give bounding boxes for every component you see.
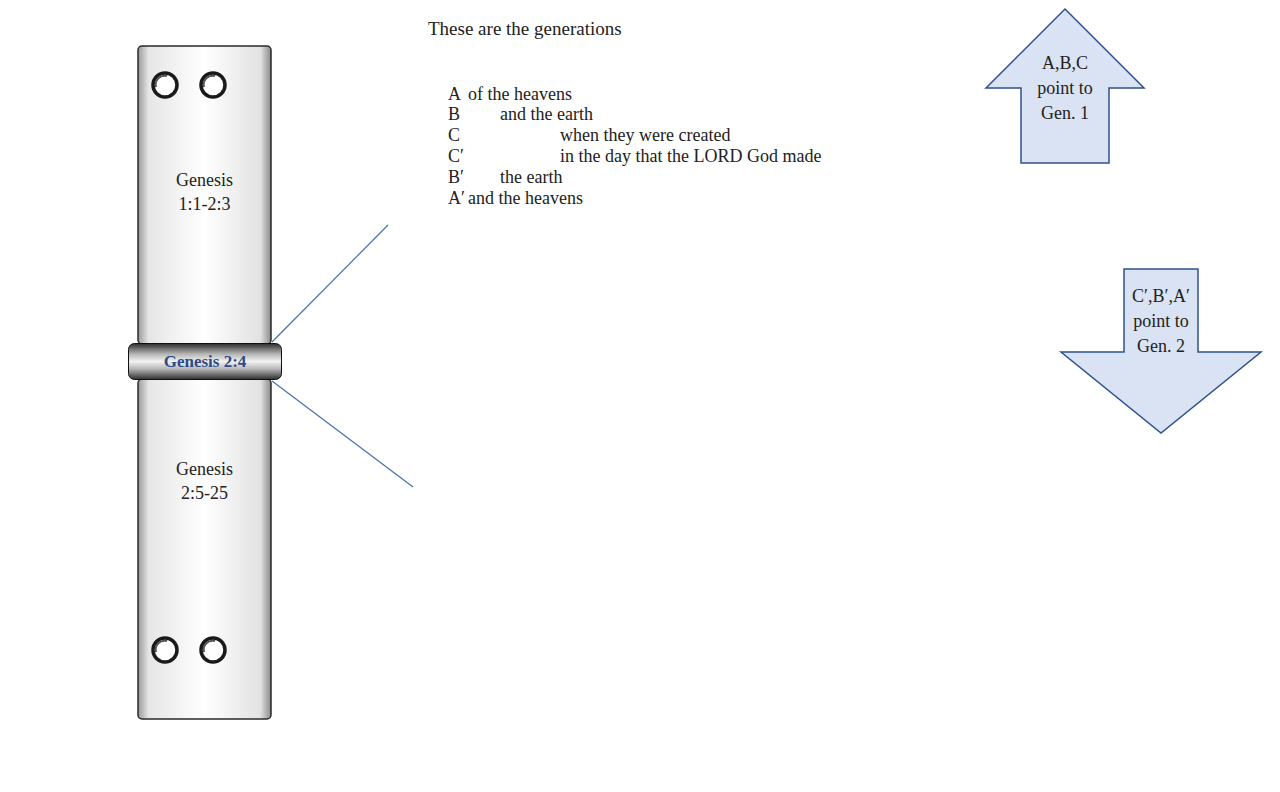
screw-hole <box>201 638 225 662</box>
plate-label: Genesis 1:1-2:3 <box>160 168 250 216</box>
screw-hole-shade <box>156 76 167 87</box>
verse-phrase: and the heavens <box>468 188 583 209</box>
arrow-outline <box>1061 269 1261 433</box>
chiasm-letter: C <box>448 125 460 146</box>
hinge-plate: Genesis 2:5-25 <box>137 378 272 720</box>
arrow-label: C′,B′,A′ point to Gen. 2 <box>1119 284 1203 359</box>
chiasm-letter: A′ <box>448 188 465 209</box>
plate-label: Genesis 2:5-25 <box>160 457 250 505</box>
arrow-shape: A,B,C point to Gen. 1 <box>985 8 1145 164</box>
verse-phrase: when they were created <box>560 125 730 146</box>
hinge-label: Genesis 2:4 <box>164 352 247 371</box>
leader-line <box>272 381 413 487</box>
plate-body <box>138 379 271 719</box>
arrow-label: A,B,C point to Gen. 1 <box>1023 51 1107 126</box>
screw-hole <box>153 73 177 97</box>
verse-phrase: in the day that the LORD God made <box>560 146 821 167</box>
screw-hole-shade <box>204 76 215 87</box>
barrel-body <box>129 344 282 380</box>
verse-phrase: the earth <box>500 167 562 188</box>
chiasm-letter: C′ <box>448 146 464 167</box>
chiasm-letter: B <box>448 104 460 125</box>
chiasm-letter: A <box>448 84 461 105</box>
plate-body <box>138 46 271 344</box>
plate-outline <box>137 378 272 720</box>
verse-heading: These are the generations <box>428 18 622 39</box>
screw-hole <box>201 73 225 97</box>
screw-hole-shade <box>156 641 167 652</box>
leader-line <box>272 225 388 342</box>
screw-hole-shade <box>204 641 215 652</box>
verse-phrase: and the earth <box>500 104 593 125</box>
verse-phrase: of the heavens <box>468 84 572 105</box>
arrow-shape: C′,B′,A′ point to Gen. 2 <box>1060 268 1262 434</box>
hinge-plate: Genesis 1:1-2:3 <box>137 45 272 345</box>
hinge-barrel: Genesis 2:4 <box>128 343 282 380</box>
arrow-outline <box>986 9 1144 163</box>
chiasm-letter: B′ <box>448 167 464 188</box>
screw-hole <box>153 638 177 662</box>
